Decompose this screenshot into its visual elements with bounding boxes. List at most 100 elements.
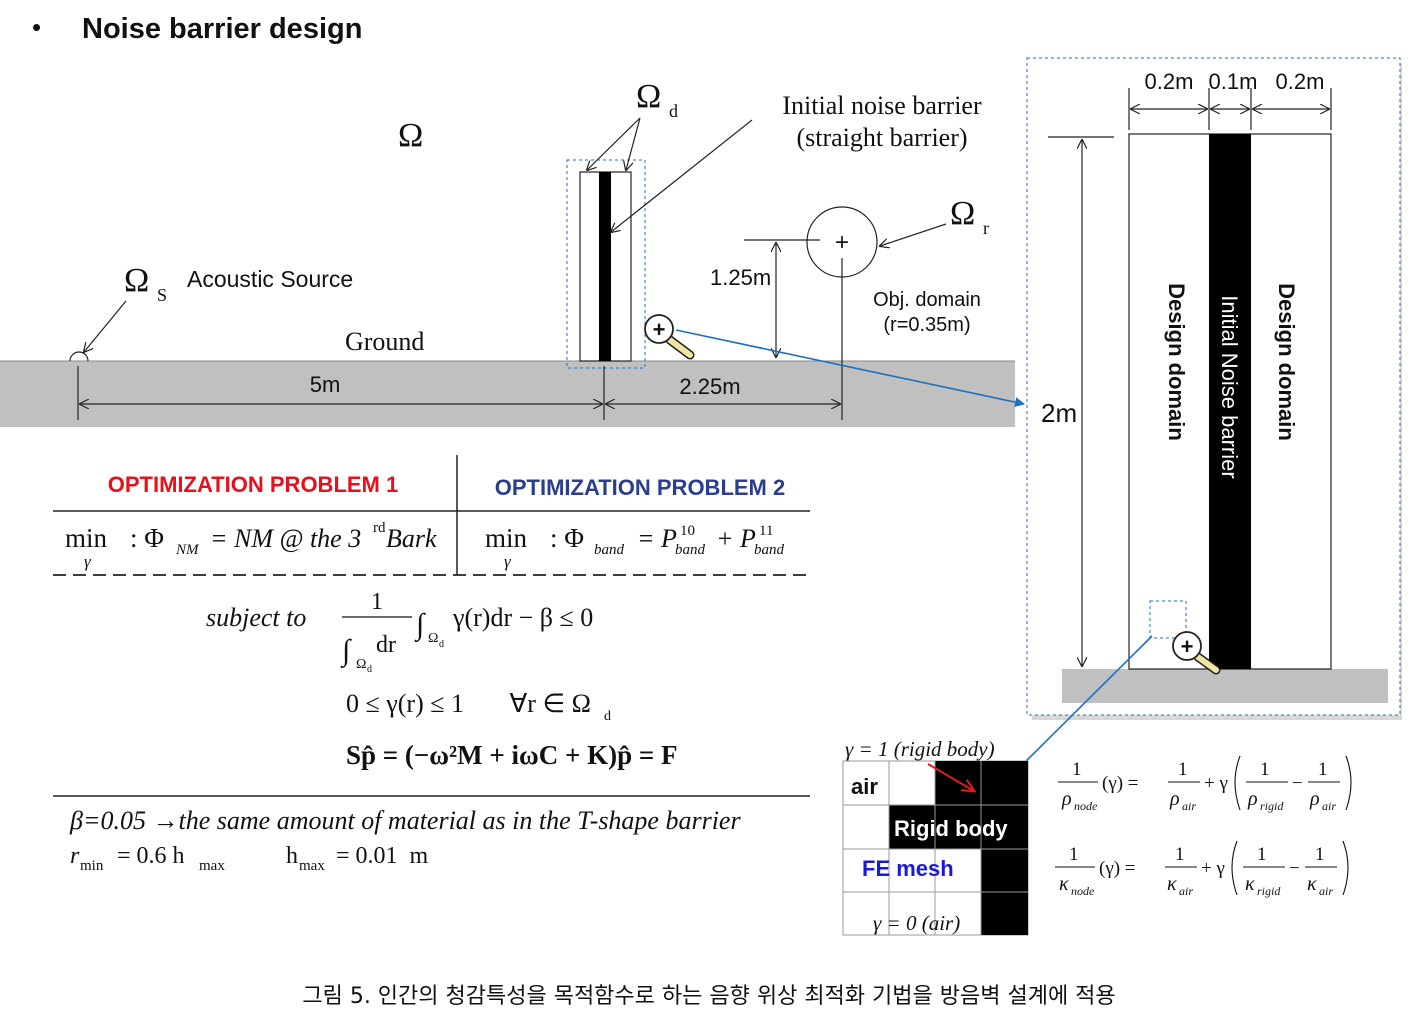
rho_eq-paren-left bbox=[1234, 755, 1241, 811]
rho_eq-den-1-sub: node bbox=[1074, 799, 1098, 813]
mesh-cell-rigid bbox=[889, 805, 1028, 849]
rho_eq-plus-gamma: + γ bbox=[1204, 773, 1228, 794]
p1-min-sub: γ bbox=[84, 552, 92, 571]
rho_eq-gamma-eq: (γ) = bbox=[1102, 773, 1139, 794]
kappa_eq-den-1: κ bbox=[1059, 873, 1069, 895]
barrier-label-line1: Initial noise barrier bbox=[782, 91, 982, 120]
constraints: subject to 1 ∫ Ω d dr ∫ Ω d γ(r)dr − β ≤… bbox=[206, 589, 678, 770]
rho_eq-den-3: ρ bbox=[1247, 788, 1258, 810]
omega-d-symbol: Ω bbox=[636, 78, 661, 115]
rho_eq-paren-right bbox=[1345, 755, 1352, 811]
source-label: Acoustic Source bbox=[187, 266, 353, 292]
kappa_eq-den-1-sub: node bbox=[1071, 884, 1095, 898]
barrier-label-line2: (straight barrier) bbox=[796, 123, 967, 152]
c1-integral-subsub: d bbox=[439, 639, 444, 650]
rmin-value: = 0.6 h bbox=[111, 843, 185, 869]
zoom-leader-2 bbox=[1004, 635, 1153, 783]
p2-phi: : Φ bbox=[550, 523, 584, 553]
rigid-body-label: Rigid body bbox=[894, 816, 1008, 841]
air-label: air bbox=[851, 774, 878, 799]
p1-phi: : Φ bbox=[130, 523, 164, 553]
omega-r-symbol: Ω bbox=[950, 195, 975, 232]
diagram-canvas: • Noise barrier design Ground Ω Ω S Acou… bbox=[0, 12, 1402, 936]
p1-bark: Bark bbox=[386, 524, 437, 553]
magnifier-icon-2: + bbox=[1172, 631, 1221, 675]
kappa_eq-minus: − bbox=[1289, 858, 1300, 879]
rho_eq-den-1: ρ bbox=[1061, 788, 1072, 810]
zoom-height-label: 2m bbox=[1041, 398, 1077, 428]
c1-body: γ(r)dr − β ≤ 0 bbox=[452, 603, 593, 632]
kappa_eq-paren-left bbox=[1231, 840, 1238, 896]
hmax-value: = 0.01 m bbox=[330, 843, 429, 869]
source-leader bbox=[84, 300, 127, 352]
initial-barrier-label: Initial Noise barrier bbox=[1217, 295, 1242, 478]
hmax-sub: max bbox=[299, 858, 325, 874]
rho_eq-den-3-sub: rigid bbox=[1260, 799, 1284, 813]
source-distance-label: 5m bbox=[310, 372, 341, 397]
rmin-hmax-sub: max bbox=[199, 858, 225, 874]
omega-d-arrow-right bbox=[626, 117, 641, 170]
p2-p11: 11 bbox=[759, 523, 773, 539]
magnifier-icon: + bbox=[644, 314, 695, 360]
c2-sub: d bbox=[604, 709, 611, 724]
zoom-barrier-core bbox=[1209, 134, 1251, 669]
c1-integral: ∫ bbox=[414, 608, 426, 643]
kappa_eq-num-3: 1 bbox=[1257, 844, 1267, 865]
design-domain-right-label: Design domain bbox=[1274, 283, 1299, 441]
p2-min-sub: γ bbox=[504, 552, 512, 571]
p2-plus: + P bbox=[716, 524, 756, 553]
design-domain-box bbox=[566, 159, 646, 369]
omega-s-symbol: Ω bbox=[124, 262, 149, 299]
rho_eq-num-1: 1 bbox=[1072, 759, 1082, 780]
gamma-one-label: γ = 1 (rigid body) bbox=[845, 737, 995, 761]
ground bbox=[0, 361, 1015, 427]
p2-phi-sub: band bbox=[594, 542, 625, 558]
c1-integral-sub: Ω bbox=[428, 631, 438, 646]
design-domain-left-label: Design domain bbox=[1164, 283, 1189, 441]
c1-denominator-int: ∫ bbox=[340, 634, 352, 669]
bullet: • bbox=[32, 12, 41, 42]
omega-symbol: Ω bbox=[398, 117, 423, 154]
barrier-leader bbox=[611, 119, 753, 232]
problem-1-title: OPTIMIZATION PROBLEM 1 bbox=[108, 472, 398, 497]
svg-text:+: + bbox=[1181, 634, 1194, 659]
omega-r-leader bbox=[880, 223, 947, 246]
omega-s-subscript: S bbox=[157, 285, 167, 305]
beta-line: β=0.05 →the same amount of material as i… bbox=[69, 806, 741, 835]
source-marker bbox=[69, 351, 89, 362]
height-label: 1.25m bbox=[710, 265, 771, 290]
gamma-zero-label: γ = 0 (air) bbox=[873, 911, 960, 935]
rho_eq-den-4-sub: air bbox=[1322, 799, 1336, 813]
rmin-r: r bbox=[70, 843, 80, 869]
c3: Sp̂ = (−ω²M + iωC + K)p̂ = F bbox=[346, 740, 678, 770]
problem-2-objective: min γ : Φ band = P 10 band + P 11 band bbox=[485, 523, 785, 571]
hmax-h: h bbox=[286, 843, 298, 869]
fe-mesh-grid bbox=[842, 760, 1029, 936]
c1-denominator-subsub: d bbox=[367, 664, 372, 675]
p2-band2: band bbox=[754, 542, 785, 558]
c1-denominator-dr: dr bbox=[376, 632, 396, 658]
receiver-distance-label: 2.25m bbox=[679, 374, 740, 399]
rho_eq-den-2: ρ bbox=[1169, 788, 1180, 810]
omega-d-subscript: d bbox=[669, 101, 678, 121]
omega-d-arrow-left bbox=[587, 117, 641, 170]
figure-caption: 그림 5. 인간의 청감특성을 목적함수로 하는 음향 위상 최적화 기법을 방… bbox=[302, 984, 1116, 1009]
rho_eq-den-4: ρ bbox=[1309, 788, 1320, 810]
rho_eq-num-2: 1 bbox=[1178, 759, 1188, 780]
c2: 0 ≤ γ(r) ≤ 1 ∀r ∈ Ω bbox=[346, 689, 591, 718]
rho_eq-num-4: 1 bbox=[1318, 759, 1328, 780]
c1-denominator-sub: Ω bbox=[356, 657, 366, 672]
p2-p10: 10 bbox=[680, 523, 695, 539]
obj-domain-label-line2: (r=0.35m) bbox=[883, 314, 970, 336]
kappa_eq-paren-right bbox=[1342, 840, 1349, 896]
kappa_eq-den-3-sub: rigid bbox=[1257, 884, 1281, 898]
kappa_eq-den-2: κ bbox=[1167, 873, 1177, 895]
kappa_eq-num-2: 1 bbox=[1175, 844, 1185, 865]
kappa_eq-den-4-sub: air bbox=[1319, 884, 1333, 898]
page-title: Noise barrier design bbox=[82, 13, 362, 45]
kappa_eq-gamma-eq: (γ) = bbox=[1099, 858, 1136, 879]
kappa_eq-den-4: κ bbox=[1307, 873, 1317, 895]
problem-2-title: OPTIMIZATION PROBLEM 2 bbox=[495, 475, 785, 500]
receiver-plus: + bbox=[835, 229, 849, 256]
